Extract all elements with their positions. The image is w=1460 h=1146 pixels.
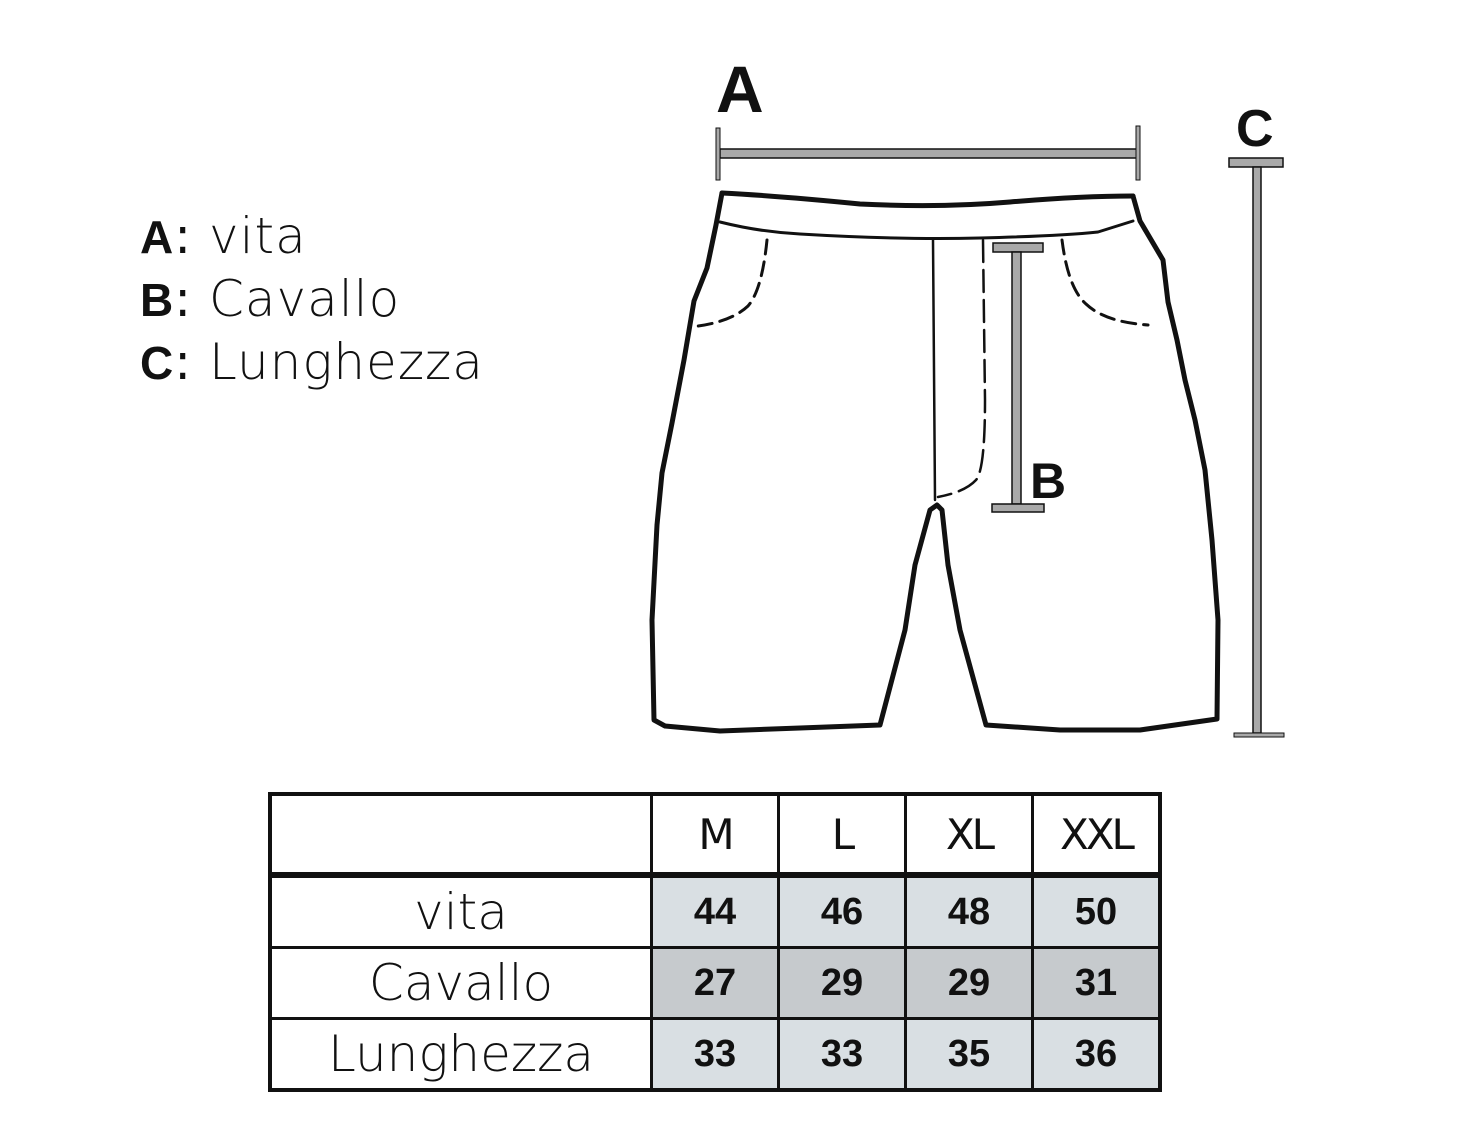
size-chart-table: M L XL XXL vita 44 46 48 50 Cavallo 27 2… [268,792,1162,1092]
table-header-row: M L XL XXL [268,792,1162,878]
table-cell: 33 [650,1017,780,1092]
column-header: XL [904,792,1034,878]
legend-key: B [140,274,175,326]
waist-measure-bar [715,125,1141,181]
table-cell: 46 [777,873,907,949]
row-label: Lunghezza [268,1017,653,1092]
legend-item-b: B: Cavallo [140,270,401,328]
legend-key: C [140,337,175,389]
table-cell: 48 [904,873,1034,949]
legend-item-a: A: vita [140,207,307,265]
table-cell: 36 [1031,1017,1162,1092]
legend-label: Cavallo [209,270,401,328]
measurement-legend: A: vita B: Cavallo C: Lunghezza [140,205,484,394]
row-label: vita [268,873,653,949]
table-cell: 27 [650,946,780,1020]
table-cell: 29 [777,946,907,1020]
shorts-diagram: A C B [649,52,1285,738]
column-header: M [650,792,780,878]
table-cell: 35 [904,1017,1034,1092]
legend-label: vita [209,207,307,265]
label-c: C [1236,100,1274,158]
legend-item-c: C: Lunghezza [140,333,484,391]
row-label: Cavallo [268,946,653,1020]
table-cell: 44 [650,873,780,949]
legend-key: A [140,211,175,263]
table-cell: 29 [904,946,1034,1020]
table-row: Cavallo 27 29 29 31 [268,946,1162,1020]
legend-label: Lunghezza [209,333,484,391]
column-header: L [777,792,907,878]
length-measure-bar [1228,157,1285,738]
shorts-outline [649,190,1221,734]
table-cell: 50 [1031,873,1162,949]
table-row: vita 44 46 48 50 [268,873,1162,949]
label-a: A [716,52,764,126]
column-header: XXL [1031,792,1162,878]
label-b: B [1030,453,1066,509]
crotch-measure-bar [991,242,1045,513]
table-corner [268,792,653,878]
table-cell: 33 [777,1017,907,1092]
table-cell: 31 [1031,946,1162,1020]
table-row: Lunghezza 33 33 35 36 [268,1017,1162,1092]
